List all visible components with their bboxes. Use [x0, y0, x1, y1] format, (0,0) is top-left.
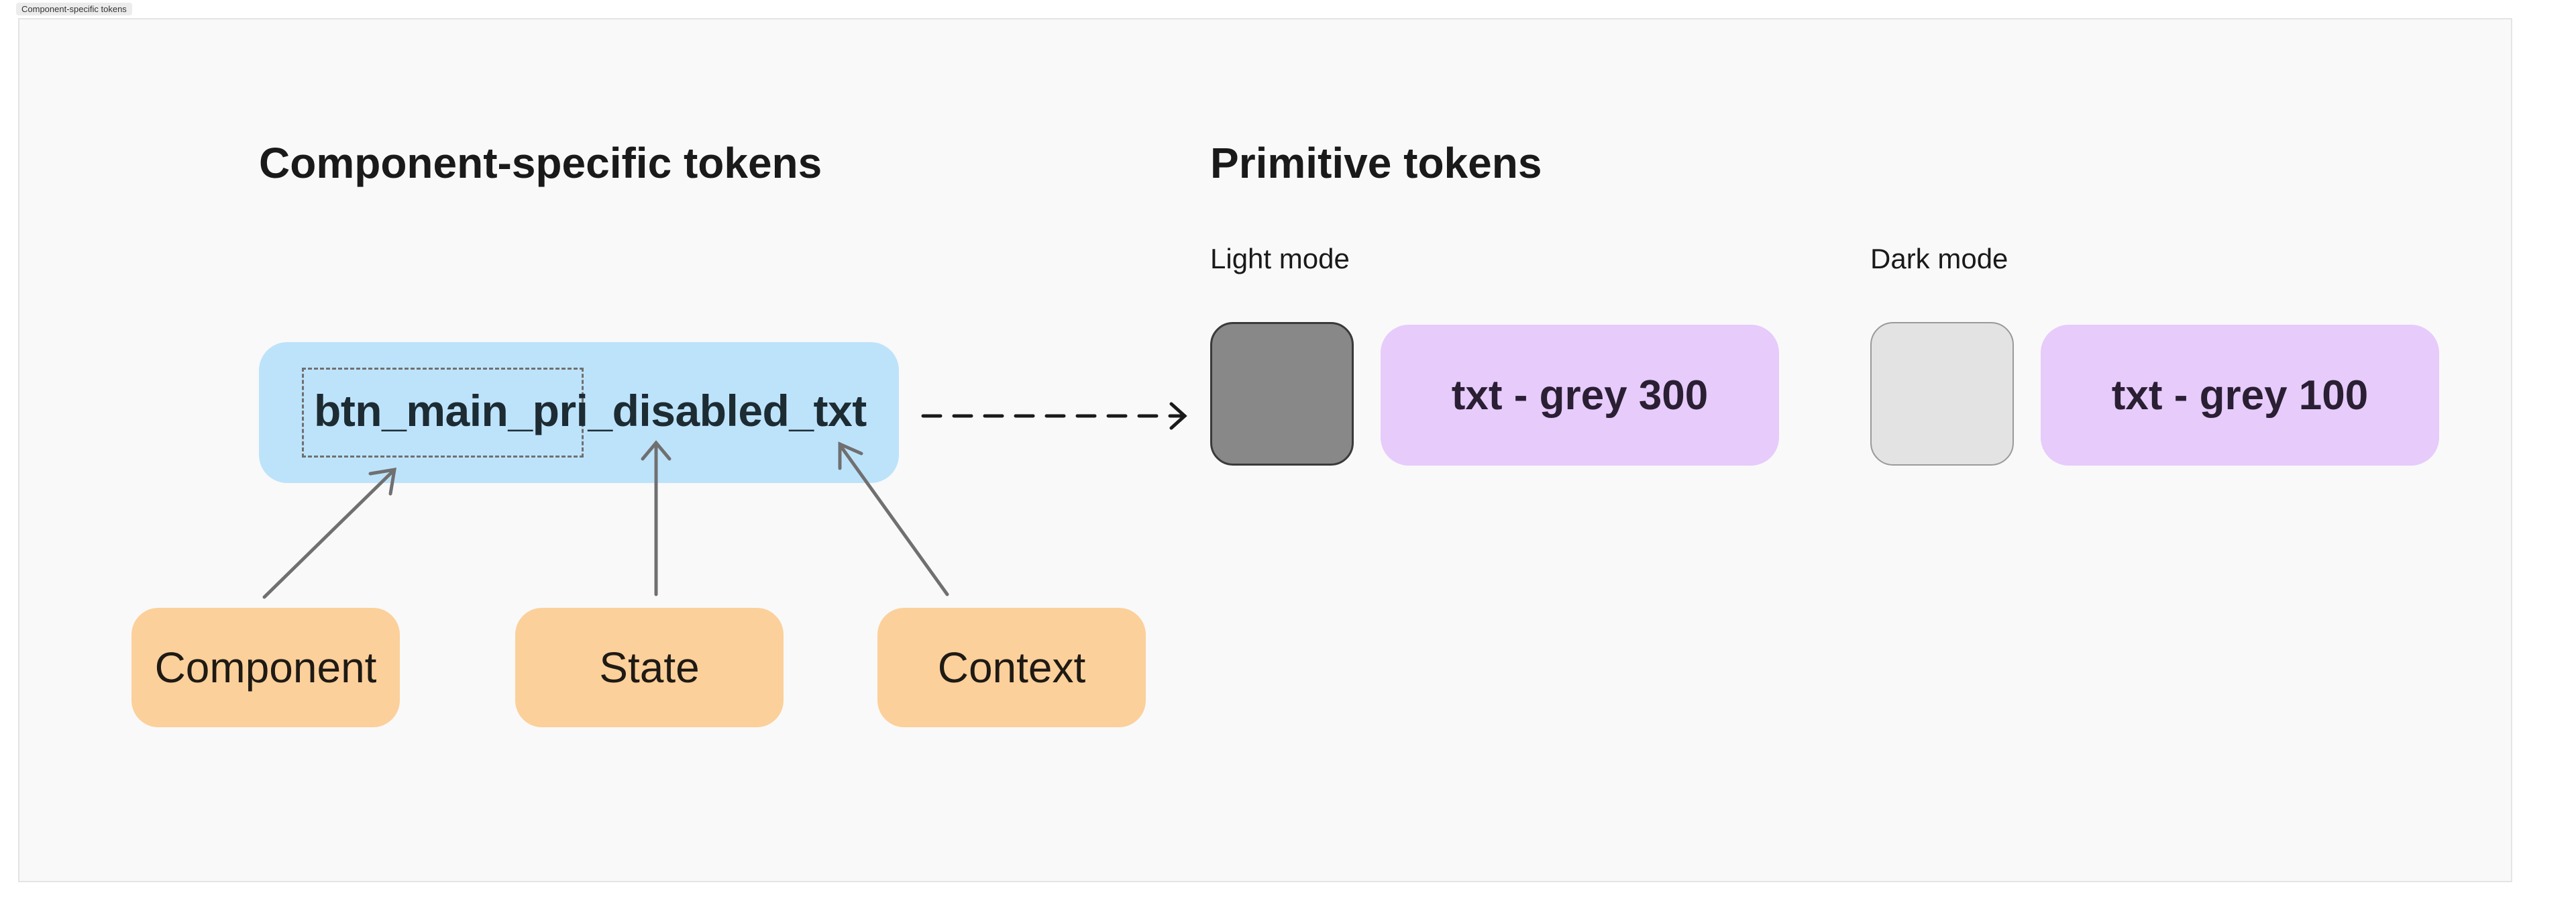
component-label-box: Component	[131, 608, 400, 727]
component-arrow	[262, 467, 397, 599]
dark-mode-primitive-token: txt - grey 100	[2041, 325, 2439, 466]
dark-mode-color-swatch	[1870, 322, 2014, 466]
dark-mode-label: Dark mode	[1870, 243, 2008, 274]
state-label-box: State	[515, 608, 784, 727]
component-part-highlight	[302, 368, 584, 458]
component-token-box	[259, 342, 899, 483]
frame-tab-label[interactable]: Component-specific tokens	[16, 3, 132, 15]
component-token-name: btn_main_pri_disabled_txt	[314, 386, 867, 435]
light-mode-label: Light mode	[1210, 243, 1350, 274]
mapping-dashed-arrow	[921, 402, 1187, 430]
component-tokens-heading: Component-specific tokens	[259, 139, 822, 187]
context-label-box: Context	[877, 608, 1146, 727]
context-arrow	[838, 441, 949, 596]
light-mode-primitive-token: txt - grey 300	[1381, 325, 1779, 466]
state-arrow	[641, 440, 672, 596]
primitive-tokens-heading: Primitive tokens	[1210, 139, 1542, 187]
light-mode-color-swatch	[1210, 322, 1354, 466]
